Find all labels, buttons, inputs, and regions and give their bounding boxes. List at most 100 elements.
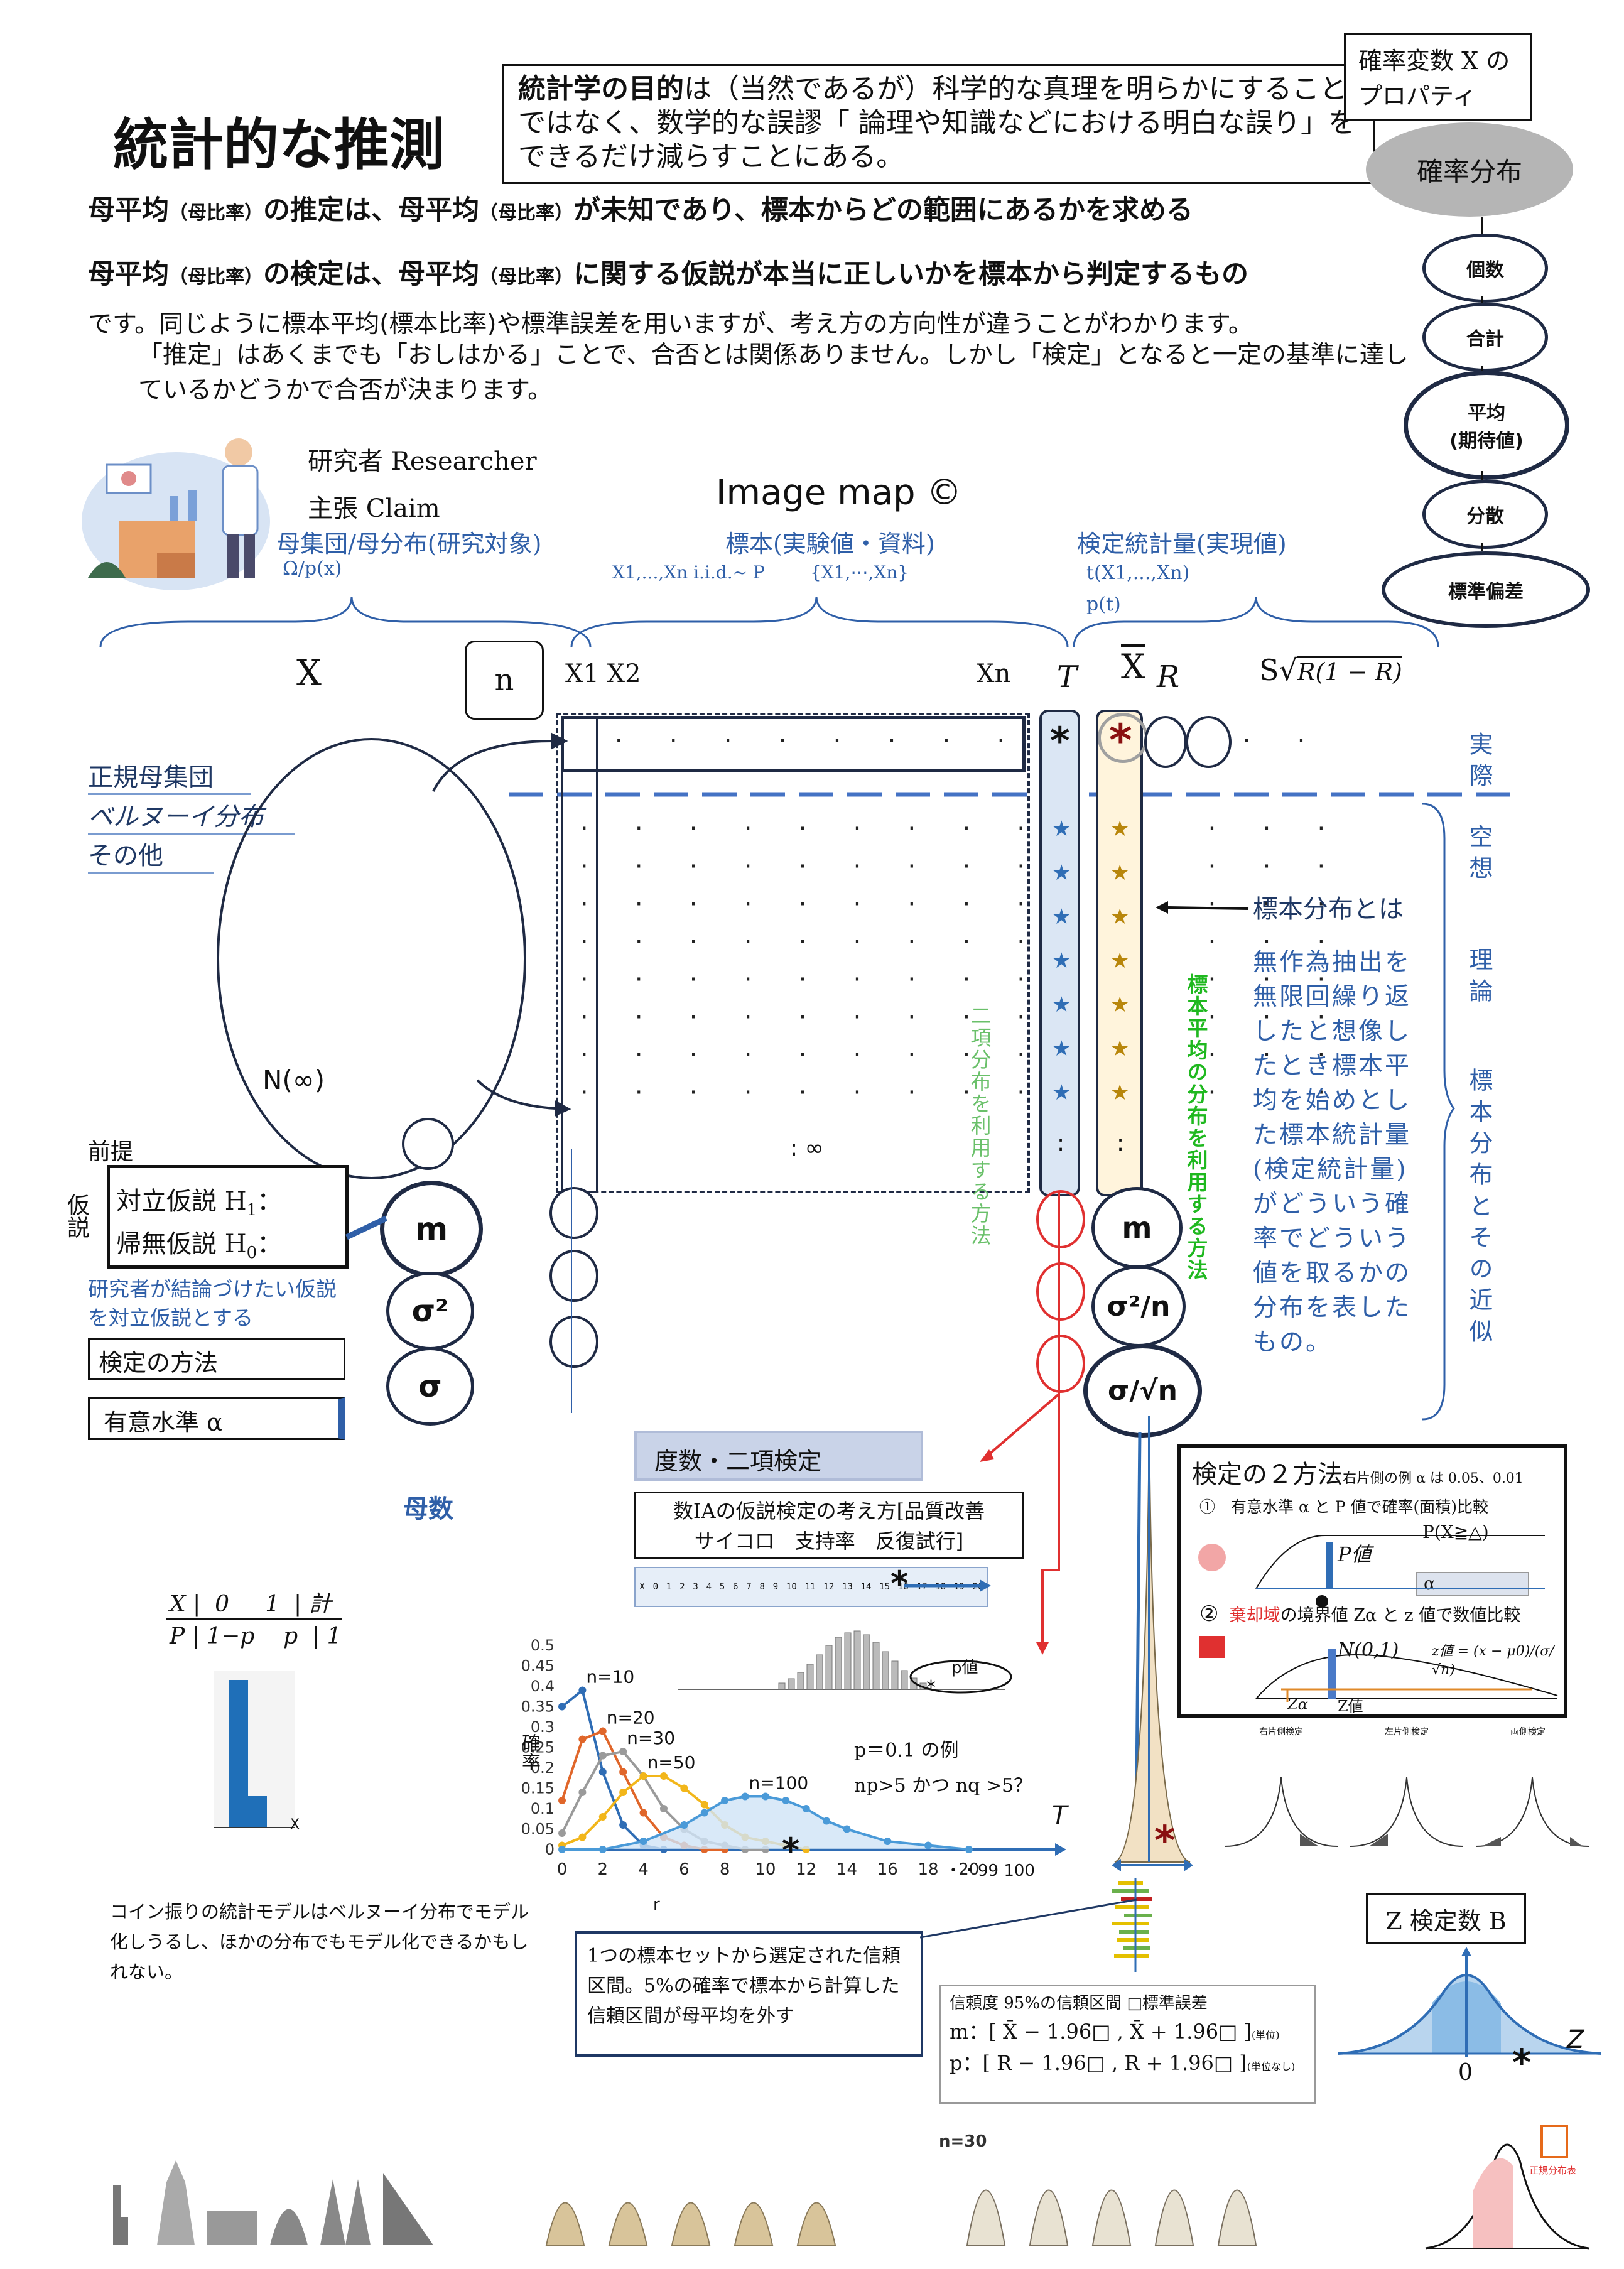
data-point [598,1727,607,1735]
peak-double-arrow [1112,1859,1193,1871]
data-point [659,1805,668,1812]
statistic-sub1: t(X1,...,Xn) [1086,562,1190,584]
mini-asterisk: * [926,1677,936,1699]
sample-sub2: {X1,⋯,Xn} [810,562,909,583]
params-label: 母数 [403,1495,453,1524]
stat-s2n: σ²/n [1091,1265,1186,1347]
method-text: 検定の方法 [99,1349,219,1377]
h1-f: が未知であり、標本からどの範囲にあるかを求める [573,195,1193,226]
bernoulli-row2: P | 1−p p | 1 [170,1623,342,1649]
h2-a: 母平均 [88,259,169,290]
series-label: n=20 [607,1708,655,1728]
researcher-illustration [82,438,270,590]
data-point [823,1817,831,1825]
data-point [965,1846,973,1853]
series-label: n=100 [749,1773,809,1794]
sample-first-col [561,716,598,1193]
data-point [578,1789,587,1796]
cell-12: 11 [804,1582,816,1592]
bernoulli-row1: X | 0 1 | 計 [170,1591,332,1617]
xbar-column [1096,710,1143,1196]
r-symbol: R [1157,659,1180,695]
x-tick-label: 14 [836,1860,857,1879]
sum-ellipse: 合計 [1422,303,1548,372]
researcher-label: 研究者 Researcher [308,447,537,476]
tm-m2-line: ② 棄却域の境界値 Zα と z 値で数値比較 [1199,1601,1520,1627]
dot-row-9: · · · · · · · · · · · · · [578,1080,1343,1105]
z-test-label: Z 検定数 B [1385,1907,1507,1935]
t-star-5: ★ [1052,992,1071,1017]
dot-row-3: · · · · · · · · · · · · · [578,854,1343,879]
cell-0: X [639,1582,645,1592]
z-asterisk: * [1512,2041,1532,2084]
t-column [1039,710,1080,1196]
t-star-6: ★ [1052,1036,1071,1061]
two-methods-box: 検定の２方法右片側の例 α は 0.05、0.01 ① 有意水準 α と P 値… [1177,1444,1567,1718]
headline-estimation: 母平均（母比率）の推定は、母平均（母比率）が未知であり、標本からどの範囲にあるか… [88,188,1193,227]
param-sigma2: σ² [386,1272,474,1350]
population-sub: Ω/p(x) [283,558,342,580]
data-point [619,1768,627,1776]
h2-c: の検定は、 [263,259,398,290]
t-star-2: ★ [1052,860,1071,885]
y-tick-label: 0.45 [521,1657,555,1675]
data-point [598,1752,607,1760]
panel-connectors [1481,217,1483,551]
pop-other: その他 [88,835,214,874]
data-point [598,1813,607,1821]
sampling-arrow [1156,901,1249,914]
tm-title: 検定の２方法 [1192,1460,1343,1489]
ci-title: 信頼度 95%の信頼区間 □標準誤差 [950,1994,1208,2013]
freq-title: 度数・二項検定 [654,1448,822,1475]
chart-example-1: p＝0.1 の例 [854,1740,959,1762]
bernoulli-x: X [290,1817,300,1833]
cell-8: 7 [746,1582,752,1592]
chart-xlabel: r [653,1895,660,1914]
t-red-circle-1 [1036,1190,1085,1248]
y-tick-label: 0.3 [531,1718,555,1736]
math-ia-box: 数ⅠAの仮説検定の考え方[品質改善 サイコロ 支持率 反復試行] [634,1492,1024,1559]
tm-title-line: 検定の２方法右片側の例 α は 0.05、0.01 [1192,1454,1524,1490]
ci-m-line: m：[ X̄ − 1.96□ , X̄ + 1.96□ ] [950,2020,1252,2044]
data-point [578,1833,587,1841]
n-symbol: n [494,663,514,698]
sample-matrix-outline [556,713,1030,1193]
param-m: m [380,1181,483,1277]
claim-label: 主張 Claim [308,494,440,523]
chart-example-2: np>5 かつ nq >5？ [854,1775,1033,1797]
data-point [700,1801,708,1809]
statistic-sub2: p(t) [1086,593,1121,615]
mean-label: 平均 [1468,403,1505,425]
ci-note: 1つの標本セットから選定された信頼区間。5%の確率で標本から計算した信頼区間が母… [587,1945,901,2027]
ci-bars [1112,1878,1152,1972]
h0-colon: ： [257,1230,283,1259]
green-binomial: 二項分布を利用する方法 [967,1005,992,1247]
data-point [598,1768,607,1776]
series-label: n=50 [647,1752,696,1773]
var-label: 分散 [1466,506,1504,528]
tm-m2-red: 棄却域 [1229,1606,1280,1625]
dist-label: 確率分布 [1416,156,1522,187]
bernoulli-x-text: X [290,1817,300,1833]
curve-right-label: 右片側検定 [1259,1727,1303,1737]
cell-5: 4 [706,1582,712,1592]
three-curves [1224,1777,1589,1847]
h1-sub: 1 [246,1201,257,1220]
t-colon: : [1057,1130,1065,1156]
z-normal-curve [1338,1947,1601,2057]
bernoulli-bars [214,1671,295,1828]
data-point [639,1809,647,1817]
math-line2: サイコロ 支持率 反復試行] [694,1529,964,1553]
tm-m1: ① 有意水準 α と P 値で確率(面積)比較 [1199,1498,1488,1516]
data-point [558,1846,566,1853]
xbar-colon: : [1117,1130,1125,1156]
param-sigma2-text: σ² [411,1293,449,1329]
n-box: n [465,641,544,720]
count-label: 個数 [1466,259,1504,281]
param-small-circle [402,1118,454,1170]
image-map-label: Image map © [716,472,962,513]
data-point [659,1772,668,1780]
mean-ellipse: 平均 (期待値) [1404,371,1569,480]
data-point [619,1748,627,1755]
